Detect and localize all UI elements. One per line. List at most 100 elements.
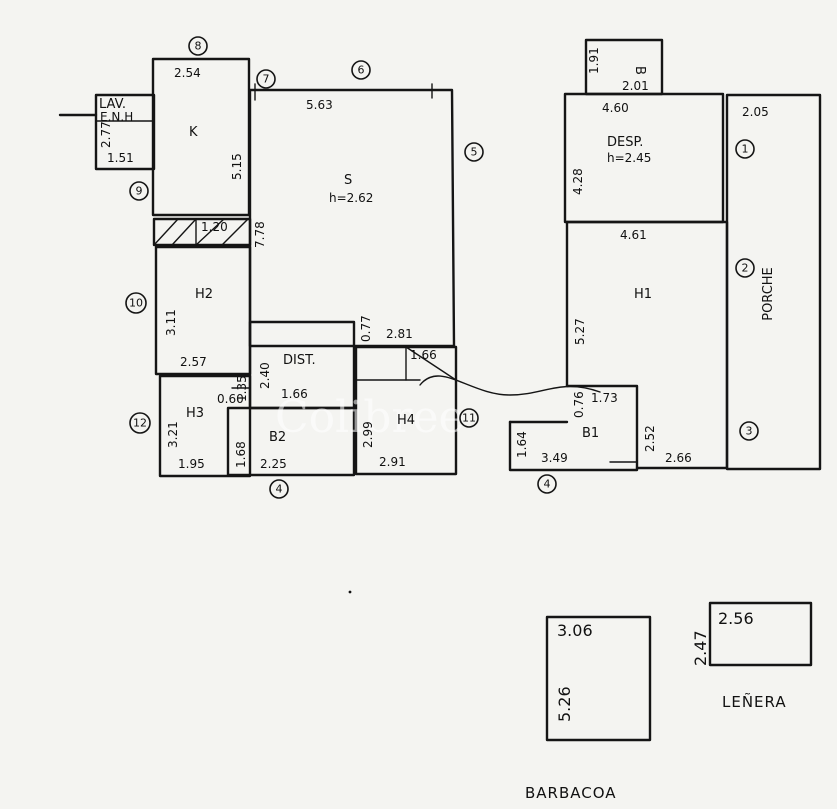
dim-s-small: 0.77 <box>359 315 373 342</box>
marker-10: 10 <box>125 292 147 314</box>
dist-label: DIST. <box>283 353 316 368</box>
dim-h3-bottom: 1.95 <box>178 457 205 471</box>
lenera-label: LEÑERA <box>722 692 787 711</box>
dim-h3-vert: 1.35 <box>235 375 249 402</box>
dim-h3-side: 3.21 <box>166 421 180 448</box>
marker-1: 1 <box>735 139 755 159</box>
marker-8: 8 <box>188 36 208 56</box>
dim-lav-bottom: 1.51 <box>107 151 134 165</box>
marker-7: 7 <box>256 69 276 89</box>
section-markers: 8 7 6 5 9 10 12 4 11 4 1 2 3 <box>125 36 759 499</box>
svg-text:1: 1 <box>742 143 749 156</box>
desp-height-label: h=2.45 <box>607 151 651 165</box>
dim-b2-side: 1.68 <box>234 441 248 468</box>
dim-dist-bottom: 1.66 <box>281 387 308 401</box>
dim-b1-bottom: 3.49 <box>541 451 568 465</box>
h4-door-line <box>405 346 457 381</box>
dim-k-top: 2.54 <box>174 66 201 80</box>
dim-h1-side: 5.27 <box>573 318 587 345</box>
salon-outline <box>248 88 456 348</box>
dim-h4-top: 1.66 <box>410 348 437 362</box>
dim-h2-side: 3.11 <box>164 309 178 336</box>
room-labels: LAV. E.N.H K S h=2.62 H2 DIST. H3 B2 H4 … <box>99 66 787 802</box>
svg-text:12: 12 <box>133 417 147 430</box>
svg-text:3: 3 <box>746 425 753 438</box>
passage-hatch <box>195 218 225 246</box>
b1-label: B1 <box>582 426 599 441</box>
dim-porche-top: 2.05 <box>742 105 769 119</box>
svg-text:10: 10 <box>129 297 143 310</box>
svg-text:9: 9 <box>136 185 143 198</box>
svg-text:2: 2 <box>742 262 749 275</box>
dim-h2-bottom: 2.57 <box>180 355 207 369</box>
b2-outline <box>226 406 356 477</box>
dim-s-top: 5.63 <box>306 98 333 112</box>
h4-label: H4 <box>397 413 415 428</box>
svg-text:6: 6 <box>358 64 365 77</box>
barbacoa-outline <box>545 615 652 742</box>
porche-outline <box>725 93 822 471</box>
svg-text:11: 11 <box>462 412 476 425</box>
svg-text:5: 5 <box>471 146 478 159</box>
marker-4-left: 4 <box>269 479 289 499</box>
marker-6: 6 <box>351 60 371 80</box>
stray-dot <box>348 590 352 594</box>
dim-s-side: 7.78 <box>253 221 267 248</box>
dim-h1-bottom: 2.66 <box>665 451 692 465</box>
dim-h4-bottom: 2.91 <box>379 455 406 469</box>
h2-outline <box>154 245 252 376</box>
marker-2: 2 <box>735 258 755 278</box>
svg-text:8: 8 <box>195 40 202 53</box>
dim-b-side: 1.91 <box>587 47 601 74</box>
kitchen-label: K <box>189 125 198 140</box>
kitchen-outline <box>151 57 251 217</box>
h1-label: H1 <box>634 287 652 302</box>
svg-text:7: 7 <box>263 73 270 86</box>
lav-label: LAV. <box>99 97 126 112</box>
dim-h1-low-side: 2.52 <box>643 425 657 452</box>
svg-text:4: 4 <box>276 483 283 496</box>
b1-outline <box>508 384 639 472</box>
dim-passage: 1.20 <box>201 220 228 234</box>
porche-label: PORCHE <box>761 267 776 321</box>
salon-height-label: h=2.62 <box>329 191 373 205</box>
dim-h4-side: 2.99 <box>361 421 375 448</box>
marker-9: 9 <box>129 181 149 201</box>
salon-label: S <box>344 173 352 188</box>
dim-desp-top: 4.60 <box>602 101 629 115</box>
marker-12: 12 <box>129 412 151 434</box>
dim-s-bottom: 2.81 <box>386 327 413 341</box>
marker-3: 3 <box>739 421 759 441</box>
passage-hatch <box>171 218 197 246</box>
dim-k-side: 5.15 <box>230 153 244 180</box>
marker-11: 11 <box>459 408 479 428</box>
passage-hatch <box>221 218 249 246</box>
h3-label: H3 <box>186 406 204 421</box>
dim-b-bottom: 2.01 <box>622 79 649 93</box>
dim-lenera-side: 2.47 <box>691 630 710 666</box>
desp-label: DESP. <box>607 135 643 150</box>
dim-lav-side: 2.77 <box>99 121 113 148</box>
enh-label: E.N.H <box>100 110 133 124</box>
marker-5: 5 <box>464 142 484 162</box>
h3-outline <box>158 374 252 478</box>
dim-h1-top: 4.61 <box>620 228 647 242</box>
dim-h3-small: 0.60 <box>217 392 244 406</box>
svg-text:4: 4 <box>544 478 551 491</box>
dim-lenera-top: 2.56 <box>718 609 754 628</box>
dim-b1-top: 1.73 <box>591 391 618 405</box>
lenera-outline <box>708 601 813 667</box>
walls <box>58 38 822 742</box>
dim-desp-side: 4.28 <box>571 168 585 195</box>
dim-dist-side: 2.40 <box>258 362 272 389</box>
passage-hatch <box>153 218 179 246</box>
barbacoa-label: BARBACOA <box>525 784 617 802</box>
marker-4-right: 4 <box>537 474 557 494</box>
dim-b1-side: 1.64 <box>515 431 529 458</box>
dim-b2-bottom: 2.25 <box>260 457 287 471</box>
dimension-labels: 2.54 5.15 2.77 1.51 5.63 7.78 1.20 3.11 … <box>99 47 769 722</box>
dim-barbacoa-side: 5.26 <box>555 686 574 722</box>
dim-barbacoa-top: 3.06 <box>557 621 593 640</box>
watermark: Colibree <box>275 392 465 443</box>
